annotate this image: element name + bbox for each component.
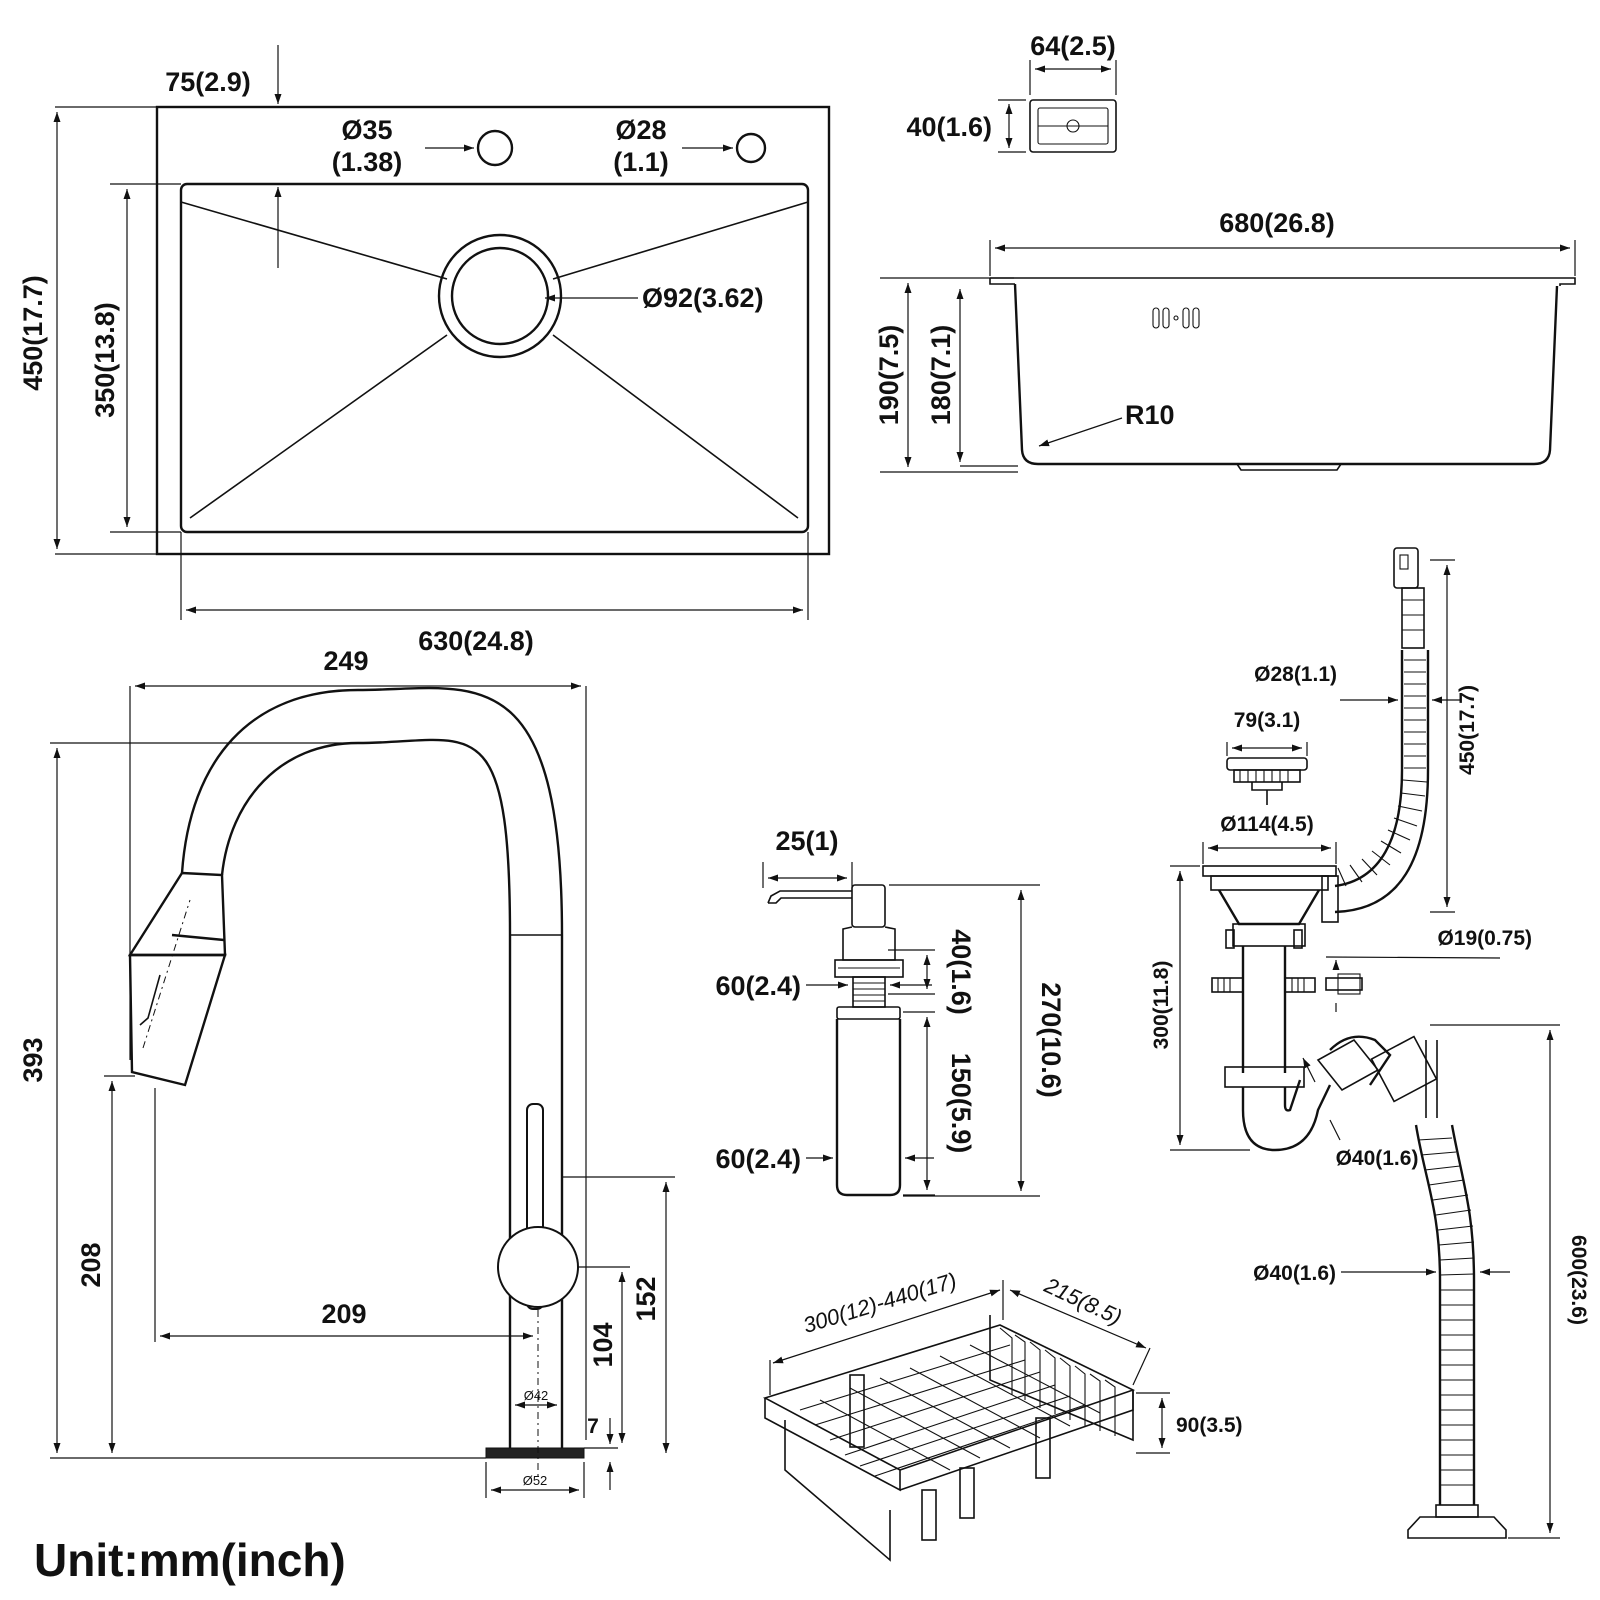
faucet-height-label: 393 (18, 1037, 48, 1082)
sink-outer-depth-label: 450(17.7) (18, 275, 48, 391)
side-total-height-label: 190(7.5) (874, 325, 904, 426)
body-height-label: 104 (588, 1322, 618, 1367)
hose-length-label: 600(23.6) (1567, 1235, 1590, 1325)
faucet-reach-label: 209 (321, 1299, 366, 1329)
base-diameter-label: Ø52 (523, 1473, 548, 1488)
overflow-height-label: 40(1.6) (906, 112, 992, 142)
body-diameter-label: Ø42 (524, 1388, 549, 1403)
drain-kit: Ø28(1.1) 450(17.7) 79(3.1) Ø114(4.5) Ø19… (1150, 547, 1590, 1539)
sink-top-view: 75(2.9) Ø35 (1.38) Ø28 (1.1) Ø92(3.62) 4… (18, 45, 831, 656)
sink-ledge-label: 75(2.9) (165, 67, 251, 97)
strainer-diameter-label: 79(3.1) (1234, 709, 1301, 732)
side-bowl-height-label: 180(7.1) (926, 325, 956, 426)
corner-radius-label: R10 (1125, 400, 1175, 430)
unit-label: Unit:mm(inch) (34, 1534, 346, 1586)
sink-side-view: 680(26.8) 190(7.5) 180(7.1) R10 (874, 208, 1576, 473)
head-height-label: 40(1.6) (946, 929, 976, 1015)
right-hole-inch-label: (1.1) (613, 147, 669, 177)
faucet-width-label: 249 (323, 646, 368, 676)
shank-diameter-label: 60(2.4) (715, 971, 801, 1001)
overflow-width-label: 64(2.5) (1030, 31, 1116, 61)
hose-diameter-label: Ø40(1.6) (1253, 1262, 1336, 1285)
dish-basket: 300(12)-440(17) 215(8.5) 90(3.5) (762, 1268, 1243, 1562)
faucet-drawing: 249 393 208 209 152 104 7 Ø42 Ø52 (18, 646, 675, 1498)
drain-diameter-label: Ø92(3.62) (642, 283, 764, 313)
overflow-cover: 64(2.5) 40(1.6) (906, 31, 1117, 153)
spout-height-label: 208 (76, 1242, 106, 1287)
left-hole-diameter-label: Ø35 (341, 115, 392, 145)
base-thickness-label: 7 (587, 1415, 599, 1438)
right-hole-diameter-label: Ø28 (615, 115, 666, 145)
dispenser-total-height-label: 270(10.6) (1036, 982, 1066, 1098)
soap-dispenser: 25(1) 60(2.4) 60(2.4) 40(1.6) 150(5.9) 2… (715, 826, 1066, 1197)
basket-flange-diameter-label: Ø114(4.5) (1220, 813, 1313, 836)
basket-height-label: 90(3.5) (1176, 1414, 1243, 1437)
basket-length-label: 300(12)-440(17) (800, 1268, 959, 1338)
nozzle-length-label: 25(1) (775, 826, 838, 856)
sink-inner-width-label: 630(24.8) (418, 626, 534, 656)
overflow-tube-length-label: 450(17.7) (1456, 685, 1479, 775)
handle-height-label: 152 (631, 1276, 661, 1321)
overflow-tube-diameter-label: Ø28(1.1) (1254, 663, 1337, 686)
bottle-diameter-label: 60(2.4) (715, 1144, 801, 1174)
bottle-height-label: 150(5.9) (946, 1053, 976, 1154)
side-total-width-label: 680(26.8) (1219, 208, 1335, 238)
inlet-diameter-label: Ø19(0.75) (1437, 927, 1532, 950)
left-hole-inch-label: (1.38) (332, 147, 403, 177)
sink-inner-depth-label: 350(13.8) (90, 302, 120, 418)
trap-height-label: 300(11.8) (1150, 961, 1173, 1050)
trap-diameter-label: Ø40(1.6) (1336, 1147, 1419, 1170)
